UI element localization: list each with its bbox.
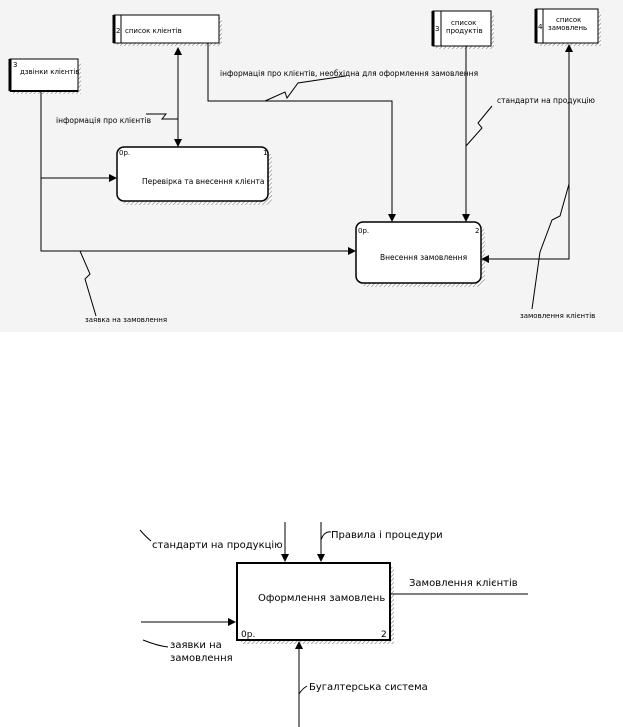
process-label: Перевірка та внесення клієнта [142,177,265,186]
store-number: 3 [435,25,439,33]
flow-label-order-request: заявка на замовлення [85,316,167,324]
box-number: 2 [381,630,387,640]
store-label-line2: замовлень [548,24,587,32]
flow-label-standards: стандарти на продукцію [497,96,595,105]
store-number: 2 [116,27,120,35]
store-label: список клієнтів [125,27,182,35]
flow-label-client-info: інформація про клієнтів [56,116,151,125]
store-number: 4 [538,23,543,31]
idef0-box-order-processing[interactable]: Оформлення замовлень 0р. 2 [236,562,394,644]
store-client-calls[interactable]: 3 дзвінки клієнтів [8,58,81,94]
process-number: 2 [475,227,479,235]
label-order-requests-line2: замовлення [170,653,233,664]
process-ref: 0р. [119,149,130,157]
leader-order-requests [142,639,169,648]
dfd-diagram: 3 дзвінки клієнтів 2 список клієнтів 3 с… [0,0,623,332]
store-label: дзвінки клієнтів [20,68,79,76]
leader-standards [139,529,152,542]
label-accounting-system: Бугалтерська система [309,682,428,693]
label-order-requests-line1: заявки на [170,640,222,651]
dfd-flows [40,43,573,317]
leader-client-orders [531,183,570,310]
process-ref: 0р. [358,227,369,235]
store-label-line1: список [451,19,476,27]
flow-label-info-for-order: інформація про клієнтів, необхідна для о… [220,69,478,78]
process-number: 1 [263,149,267,157]
leader-rules [320,531,332,541]
leader-accounting [298,685,308,695]
leader-order-request [79,250,97,317]
store-number: 3 [13,61,17,69]
store-order-list[interactable]: 4 список замовлень [534,8,601,46]
box-label: Оформлення замовлень [258,593,385,604]
store-label-line1: список [556,16,581,24]
label-rules: Правила і процедури [331,529,443,541]
process-enter-order[interactable]: 0р. 2 Внесення замовлення [355,221,485,287]
process-label: Внесення замовлення [380,253,467,262]
flow-calls-process2[interactable] [40,178,356,255]
store-label-line2: продуктів [446,27,483,35]
flow-clientlist-process2[interactable] [207,43,396,222]
store-client-list[interactable]: 2 список клієнтів [112,14,222,46]
flow-orders-process2[interactable] [481,44,573,263]
label-client-orders: Замовлення клієнтів [409,577,518,589]
flow-label-client-orders: замовлення клієнтів [520,312,595,320]
dfd-background [0,0,623,332]
label-standards: стандарти на продукцію [152,539,283,551]
idef0-diagram: Оформлення замовлень 0р. 2 стандарти на … [139,522,528,727]
idef0-arrows [139,522,528,727]
leader-standards [465,105,493,147]
leader-info-for-order [264,75,346,102]
process-check-client[interactable]: 0р. 1 Перевірка та внесення клієнта [116,146,272,205]
leader-client-info [146,113,178,120]
store-product-list[interactable]: 3 список продуктів [431,10,494,49]
box-ref: 0р. [241,630,255,640]
